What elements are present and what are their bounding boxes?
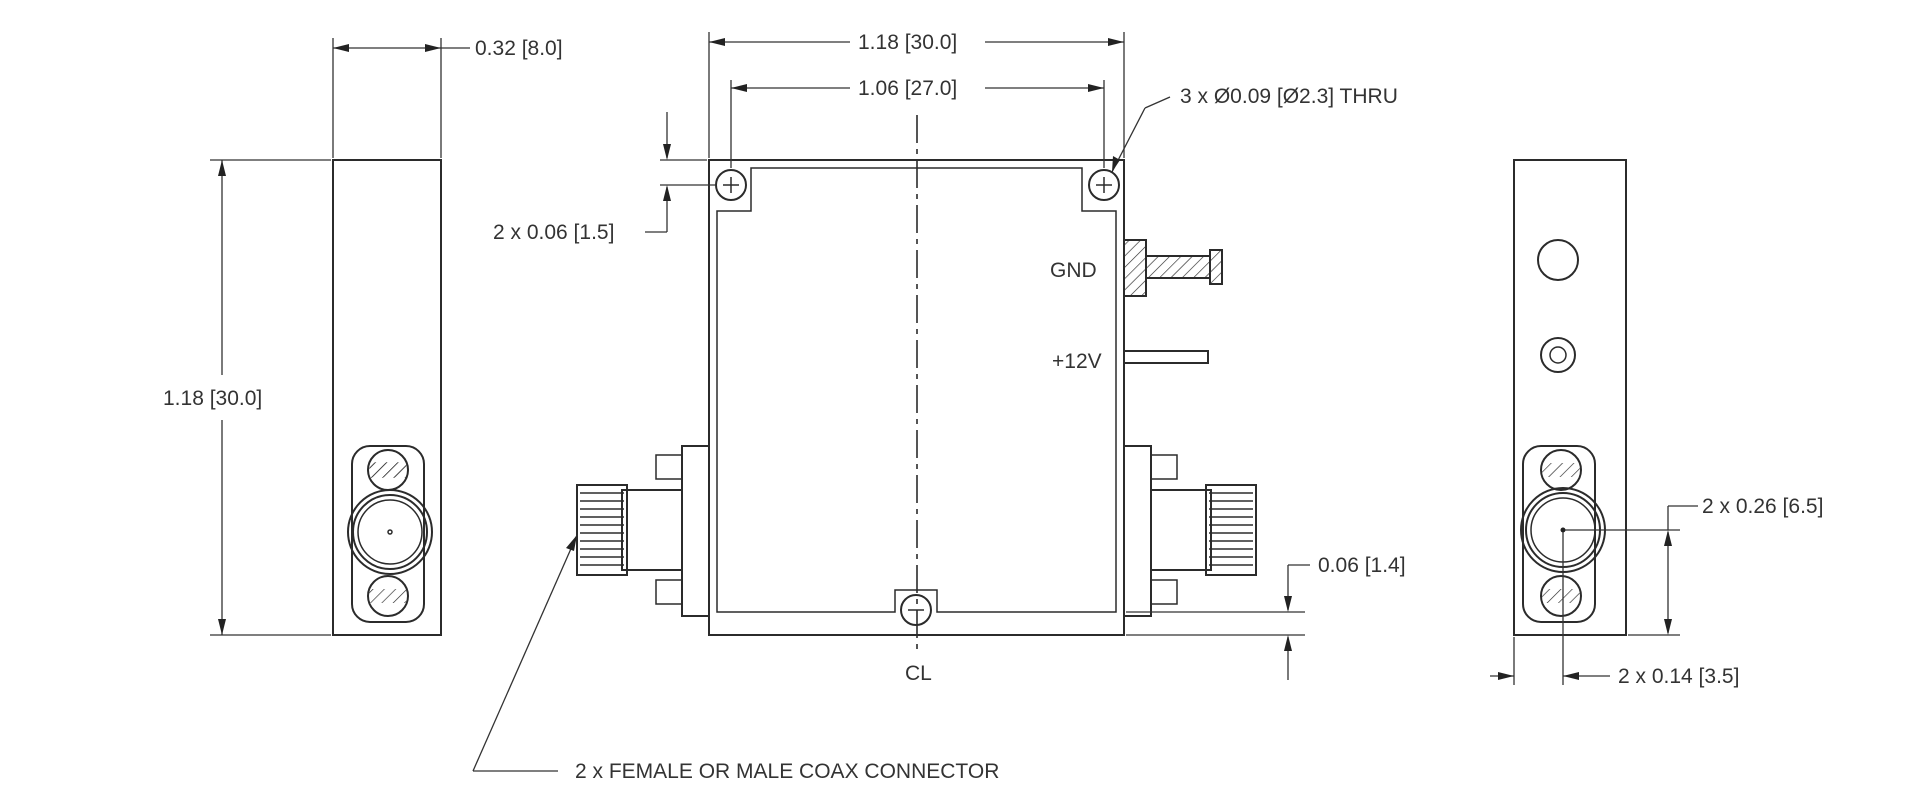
dim-conn-offset: 2 x 0.14 [3.5] bbox=[1490, 532, 1739, 688]
side-width-label: 0.32 [8.0] bbox=[475, 37, 563, 60]
gnd-feedthrough bbox=[1537, 239, 1579, 281]
dim-height: 1.18 [30.0] bbox=[163, 159, 331, 636]
centerline-label: CL bbox=[905, 662, 932, 685]
right-screw-hatch bbox=[1542, 463, 1580, 603]
conn-height-label: 2 x 0.26 [6.5] bbox=[1702, 495, 1823, 518]
conn-offset-label: 2 x 0.14 [3.5] bbox=[1618, 665, 1739, 688]
hole-bottom-center bbox=[900, 594, 932, 626]
connector-note: 2 x FEMALE OR MALE COAX CONNECTOR bbox=[472, 534, 999, 783]
left-connector-flange bbox=[351, 445, 425, 623]
right-side-view bbox=[1513, 159, 1627, 636]
supply-feedthrough bbox=[1540, 337, 1576, 373]
hole-spacing-label: 1.06 [27.0] bbox=[858, 77, 957, 100]
supply-pin: +12V bbox=[1052, 350, 1209, 373]
left-connector-outer bbox=[347, 489, 433, 575]
supply-label: +12V bbox=[1052, 350, 1102, 373]
gnd-label: GND bbox=[1050, 259, 1097, 282]
thru-holes-callout: 3 x Ø0.09 [Ø2.3] THRU bbox=[1111, 85, 1398, 173]
front-view bbox=[708, 115, 1125, 650]
left-body bbox=[332, 159, 442, 636]
gnd-pin: GND bbox=[1050, 239, 1223, 297]
base-offset-label: 0.06 [1.4] bbox=[1318, 554, 1406, 577]
dim-conn-height: 2 x 0.26 [6.5] bbox=[1565, 495, 1823, 636]
dim-side-width: 0.32 [8.0] bbox=[332, 37, 563, 158]
hole-top-right bbox=[1088, 169, 1120, 201]
dim-hole-spacing: 1.06 [27.0] bbox=[730, 77, 1105, 168]
height-label: 1.18 [30.0] bbox=[163, 387, 262, 410]
hole-offset-label: 2 x 0.06 [1.5] bbox=[493, 221, 614, 244]
thru-holes-label: 3 x Ø0.09 [Ø2.3] THRU bbox=[1180, 85, 1398, 108]
left-coax-connector bbox=[576, 445, 710, 617]
right-coax-connector bbox=[1123, 445, 1257, 617]
dim-base-offset: 0.06 [1.4] bbox=[1126, 554, 1406, 680]
dim-hole-offset: 2 x 0.06 [1.5] bbox=[493, 112, 716, 244]
connector-note-label: 2 x FEMALE OR MALE COAX CONNECTOR bbox=[575, 760, 999, 783]
dim-overall-width: 1.18 [30.0] bbox=[708, 31, 1125, 158]
right-body bbox=[1513, 159, 1627, 636]
left-side-view bbox=[332, 159, 442, 636]
overall-width-label: 1.18 [30.0] bbox=[858, 31, 957, 54]
front-body-inner bbox=[716, 167, 1117, 613]
left-screw-hatch bbox=[369, 463, 407, 603]
